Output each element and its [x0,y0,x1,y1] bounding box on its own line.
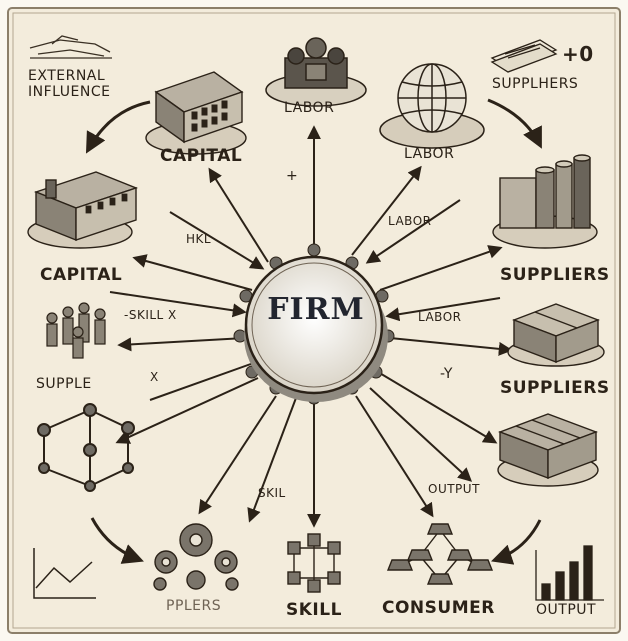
firm-label: FIRM [267,292,365,327]
arrow-to-warehouse [377,371,498,444]
skil-label: SKIL [258,486,286,500]
warehouse-icon [497,413,599,487]
supple-label: SUPPLE [36,376,92,392]
bar-graph-icon [535,545,604,601]
arrow-in-left [109,291,247,318]
capital-left-label: CAPITAL [40,265,123,285]
suppliers-mid-label: SUPPLIERS [500,265,610,285]
line-graph-icon [33,548,96,599]
suppliers-right-label: SUPPLIERS [500,378,610,398]
skill-x-label: -SKILL X [124,308,177,322]
consumer-label: CONSUMER [382,598,495,618]
curve-bottom-left [90,517,144,564]
box-icon [507,303,605,367]
x-label: X [150,370,159,384]
labor-top-label: LABOR [284,100,335,116]
arrow-in-upper-left [169,211,265,270]
arrow-to-consumer [355,395,434,518]
inward-arrows [109,199,501,401]
arrow-in-right [385,297,501,322]
curve-top-left [85,100,151,154]
firm-node [244,255,388,402]
y-label: -Y [440,366,453,382]
arrow-in-upper-right [365,199,461,264]
arrow-to-gears [198,395,277,515]
globe-icon [379,63,485,149]
network-frame-icon [37,403,135,492]
labor-lower-label: LABOR [418,310,462,324]
curve-top-right [487,98,542,149]
network-icon [287,533,341,593]
arrow-to-supple [115,377,259,444]
arrow-to-capital-left [132,254,253,291]
plus-zero-label: +0 [562,42,594,66]
arrow-to-output-mid [369,387,473,482]
pplers-label: PPLERS [166,598,222,614]
arrow-to-capital-upper [208,167,269,263]
arrow-to-labor-right [351,165,422,256]
arrow-to-labor-lower [389,337,513,356]
labor-mid-label: LABOR [388,214,432,228]
building-icon [145,71,247,155]
arrow-to-suppliers-mid [379,245,503,291]
skill-label: SKILL [286,600,342,620]
dot [307,243,321,257]
factory-silos-icon [492,154,598,249]
curved-arrows [85,98,542,565]
gears-icon [153,523,239,591]
suppliers-top-label: SUPPLHERS [492,76,579,92]
capital-upper-label: CAPITAL [160,146,243,166]
curve-bottom-right [491,519,542,565]
arrow-to-skil [247,397,297,523]
arrow-in-lower-left [149,357,265,401]
machinery-icon [265,37,367,107]
paper-inner-border [12,12,616,629]
output-bottom-label: OUTPUT [536,602,597,618]
labor-right-label: LABOR [404,146,455,162]
plus-label: + [286,168,299,184]
workers-icon [46,302,106,359]
arrow-to-skill-x [117,337,246,352]
handshake-sketch-icon [29,35,112,59]
hkl-label: HKL [186,232,212,246]
external-label-line2: INFLUENCE [28,84,111,100]
radiating-arrows [115,125,513,528]
output-mid-label: OUTPUT [428,482,480,496]
documents-icon [490,39,558,73]
consumer-network-icon [386,523,494,585]
factory-icon [27,171,139,249]
external-label-line1: EXTERNAL [28,68,106,84]
